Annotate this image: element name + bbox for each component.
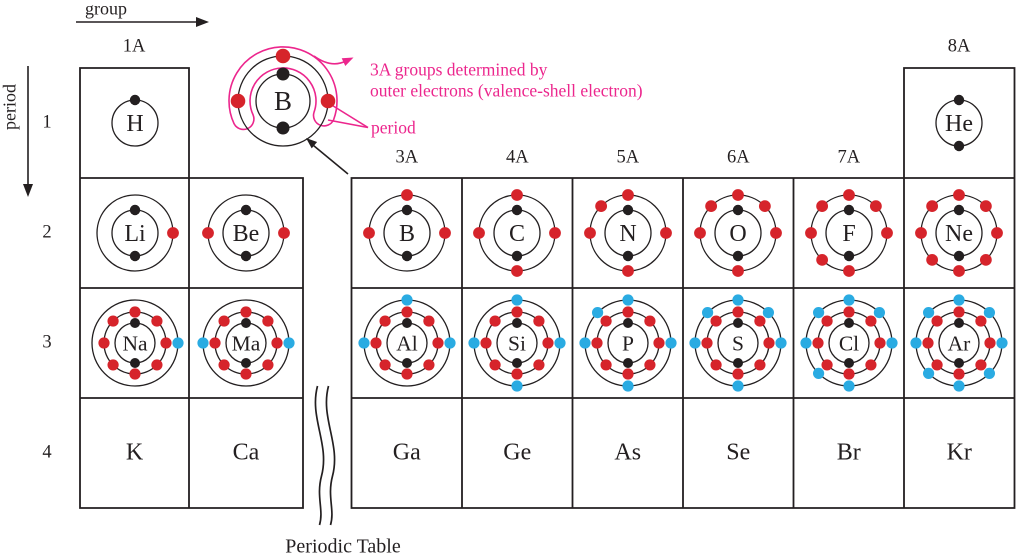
atom-symbol-Si: Si xyxy=(508,331,526,355)
group-arrow-head xyxy=(196,17,209,27)
atom-Al: Al xyxy=(358,294,456,387)
atom-He: He xyxy=(935,94,983,152)
period-arrow-head xyxy=(23,184,33,197)
cell-Br: Br xyxy=(836,439,861,466)
atom-S: S xyxy=(689,294,787,392)
annotation-arrow-head xyxy=(341,57,354,66)
column-header-1a: 1A xyxy=(122,36,146,57)
atom-symbol-Al: Al xyxy=(396,331,418,355)
atom-symbol-B: B xyxy=(399,221,415,247)
atom-F: F xyxy=(804,189,893,277)
atom-Be: Be xyxy=(202,194,290,272)
group-axis-label: group xyxy=(85,0,127,19)
atom-Ne: Ne xyxy=(915,189,1004,277)
period-axis-label: period xyxy=(0,84,20,130)
table-break-squiggle-right xyxy=(325,385,336,526)
atom-symbol-P: P xyxy=(622,331,634,355)
column-header-7a: 7A xyxy=(837,147,861,168)
atom-symbol-Li: Li xyxy=(124,221,146,247)
annotation-line2: outer electrons (valence-shell electron) xyxy=(370,80,643,101)
annotation-period-label: period xyxy=(371,117,416,138)
valence-highlight-loop xyxy=(228,46,338,131)
atom-symbol-F: F xyxy=(842,221,855,247)
atom-Na: Na xyxy=(90,299,184,387)
column-header-5a: 5A xyxy=(616,147,640,168)
column-header-8a: 8A xyxy=(947,36,971,57)
annotation-line1: 3A groups determined by xyxy=(370,59,548,80)
example-atom-arrow-line xyxy=(312,144,349,175)
atom-symbol-B: B xyxy=(274,86,292,116)
atom-Li: Li xyxy=(95,194,179,272)
atom-B: B xyxy=(230,48,336,147)
atom-symbol-Na: Na xyxy=(122,331,148,355)
column-header-3a: 3A xyxy=(395,147,419,168)
period-row-label-2: 2 xyxy=(42,222,52,243)
atom-symbol-C: C xyxy=(509,221,525,247)
atom-O: O xyxy=(694,189,783,277)
atom-H: H xyxy=(110,94,159,147)
atom-symbol-O: O xyxy=(730,221,747,247)
cell-Ge: Ge xyxy=(503,439,532,466)
atom-Cl: Cl xyxy=(800,294,898,392)
column-header-4a: 4A xyxy=(505,147,529,168)
atom-Si: Si xyxy=(468,294,566,392)
figure-caption: Periodic Table xyxy=(285,535,401,558)
cell-As: As xyxy=(614,439,642,466)
cell-Se: Se xyxy=(726,439,751,466)
cell-Ca: Ca xyxy=(232,439,260,466)
example-atom-arrow-head xyxy=(306,138,318,149)
atom-C: C xyxy=(473,189,562,277)
cell-Ga: Ga xyxy=(392,439,421,466)
period-row-label-1: 1 xyxy=(42,112,52,133)
cell-Kr: Kr xyxy=(946,439,972,466)
atom-symbol-Cl: Cl xyxy=(839,331,859,355)
annotation-arrow-line xyxy=(313,55,347,65)
atom-B: B xyxy=(362,189,451,272)
period-row-label-3: 3 xyxy=(42,332,52,353)
atom-symbol-He: He xyxy=(945,111,973,137)
atom-symbol-N: N xyxy=(619,221,636,247)
atom-Ar: Ar xyxy=(910,294,1008,392)
period-pointer-line-upper xyxy=(329,103,369,129)
atom-P: P xyxy=(579,294,677,392)
atom-symbol-Ne: Ne xyxy=(945,221,973,247)
atom-symbol-H: H xyxy=(126,111,143,137)
atom-symbol-Be: Be xyxy=(233,221,260,247)
table-break-squiggle-left xyxy=(314,385,325,526)
table-grid-lines xyxy=(79,67,1016,509)
period-pointer-line-lower xyxy=(327,119,369,129)
atom-N: N xyxy=(583,189,672,277)
cell-K: K xyxy=(125,439,144,466)
period-row-label-4: 4 xyxy=(42,442,52,463)
atom-symbol-Ar: Ar xyxy=(948,331,971,355)
atom-symbol-S: S xyxy=(732,331,744,355)
atom-symbol-Ma: Ma xyxy=(232,331,261,355)
atom-Ma: Ma xyxy=(197,299,295,387)
column-header-6a: 6A xyxy=(726,147,750,168)
